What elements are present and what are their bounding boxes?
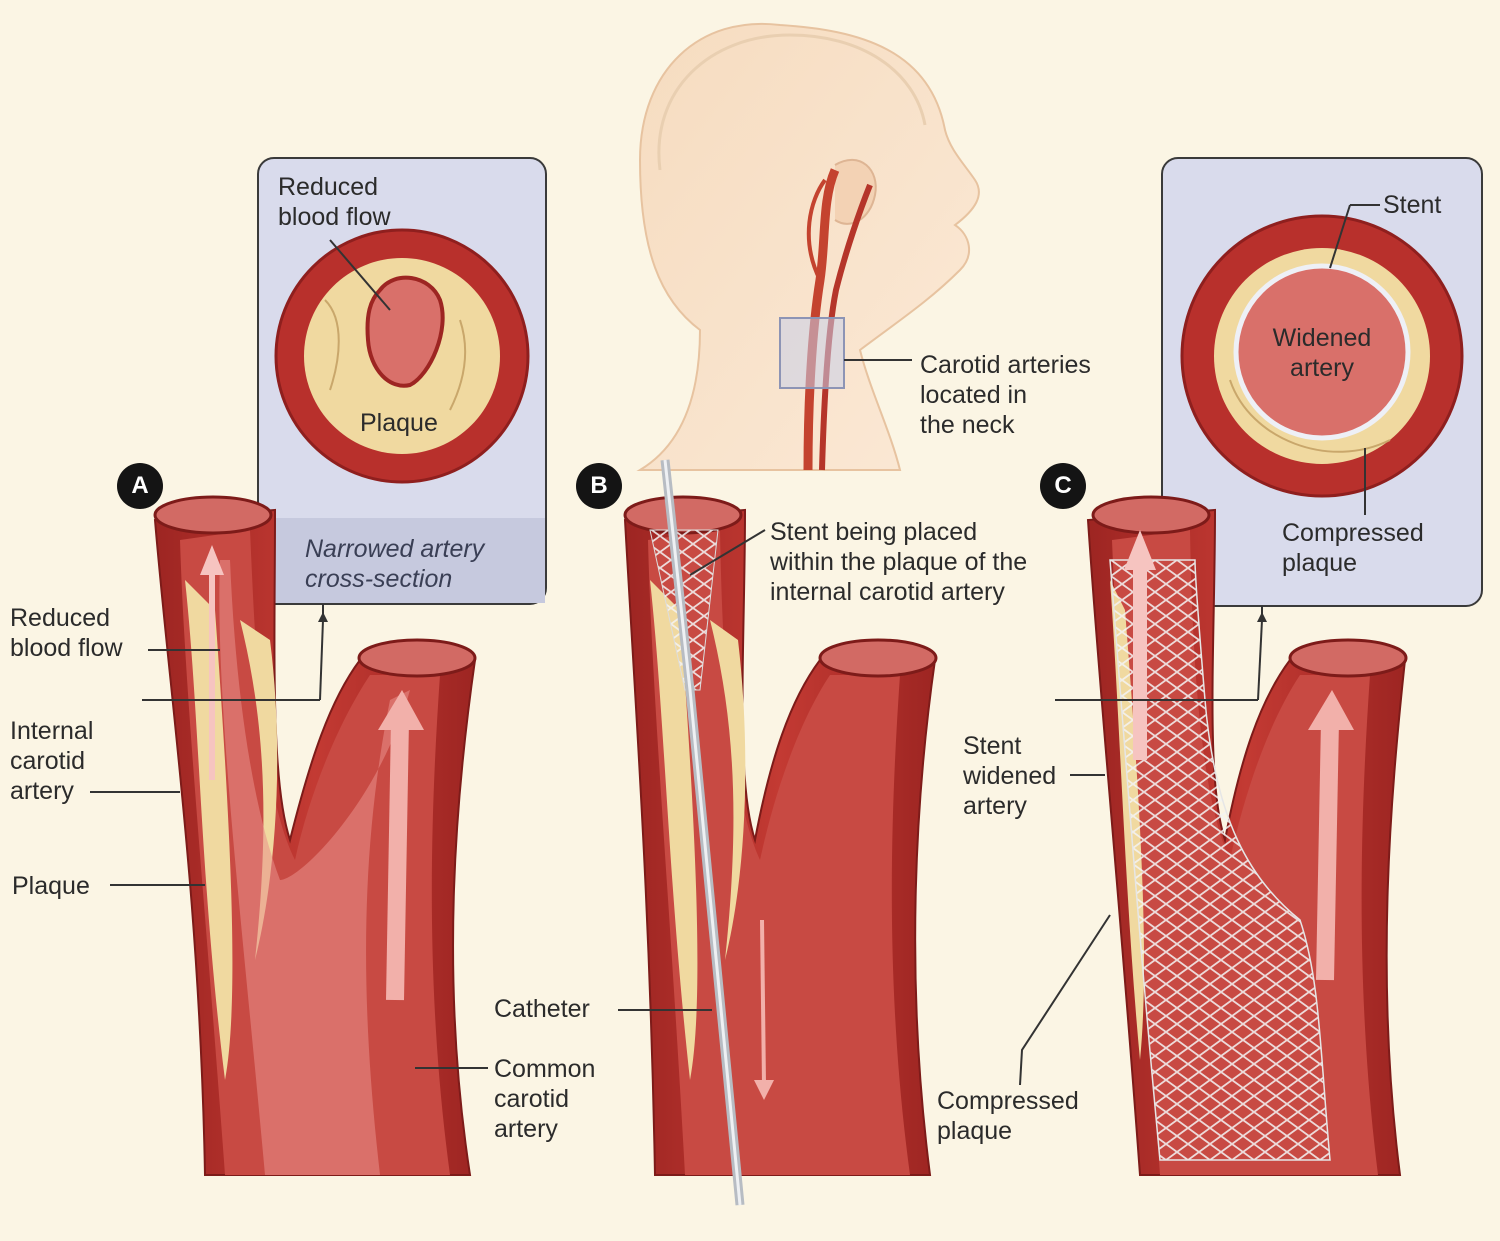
inset-a-flow-label: Reduced blood flow bbox=[278, 173, 391, 231]
neck-highlight-box bbox=[779, 317, 845, 389]
artery-b bbox=[618, 459, 938, 1206]
stent-placement-label: Stent being placed within the plaque of … bbox=[770, 518, 1028, 606]
flow-arrow-c-right bbox=[1316, 719, 1339, 981]
panel-a-badge: A bbox=[117, 463, 163, 509]
common-carotid-label: Common carotid artery bbox=[494, 1055, 596, 1143]
carotid-vessels-head bbox=[803, 168, 840, 471]
artery-a bbox=[90, 495, 488, 1176]
panel-c-badge: C bbox=[1040, 463, 1086, 509]
inset-c-widened-label: Widened artery bbox=[1272, 324, 1372, 382]
head-illustration bbox=[636, 22, 980, 471]
inset-c bbox=[1161, 157, 1483, 622]
inset-a-caption: Narrowed artery cross-section bbox=[305, 535, 485, 593]
compressed-plaque-label: Compressed plaque bbox=[937, 1087, 1079, 1145]
internal-carotid-label: Internal carotid artery bbox=[10, 717, 94, 805]
hair-outline bbox=[657, 33, 927, 171]
reduced-flow-label: Reduced blood flow bbox=[10, 604, 123, 662]
artery-c bbox=[1019, 495, 1408, 1176]
inset-c-compressed-label: Compressed plaque bbox=[1282, 519, 1424, 577]
inset-a-plaque-label: Plaque bbox=[360, 409, 438, 437]
flow-arrow-a-right bbox=[386, 719, 409, 1001]
inset-a bbox=[257, 157, 547, 622]
stent-widened-artery-label: Stent widened artery bbox=[963, 732, 1057, 820]
plaque-label: Plaque bbox=[12, 872, 90, 900]
ear-shape bbox=[834, 158, 877, 225]
panel-b-badge: B bbox=[576, 463, 622, 509]
inset-c-stent-label: Stent bbox=[1383, 191, 1442, 219]
carotid-location-label: Carotid arteries located in the neck bbox=[920, 351, 1091, 439]
catheter-label: Catheter bbox=[494, 995, 590, 1023]
